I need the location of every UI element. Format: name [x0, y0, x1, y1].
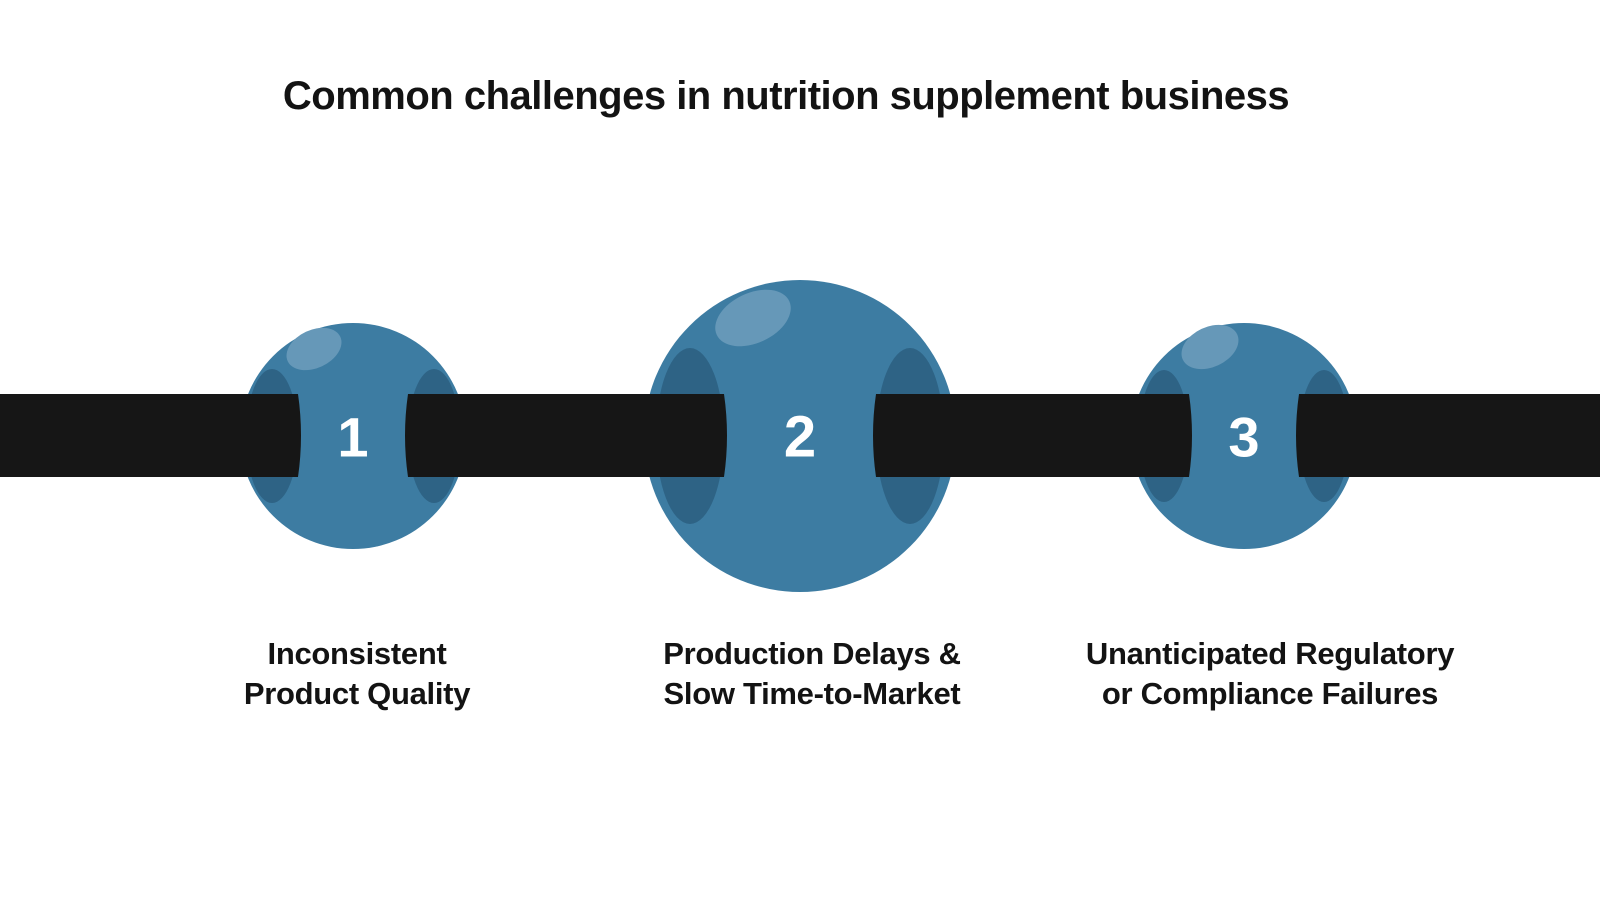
- step-label-2: Production Delays & Slow Time-to-Market: [663, 634, 961, 714]
- bead-highlight: [715, 289, 791, 347]
- bead-hole-right: [408, 369, 460, 503]
- bead-hole-right: [876, 348, 944, 524]
- bead-hole-left: [656, 348, 724, 524]
- step-label-3: Unanticipated Regulatory or Compliance F…: [1085, 634, 1455, 714]
- bead-hole-left: [246, 369, 298, 503]
- bead-highlight: [286, 327, 342, 371]
- step-label-line: or Compliance Failures: [1101, 676, 1439, 711]
- bead-3: [1131, 323, 1357, 549]
- step-label-line: Product Quality: [243, 676, 471, 711]
- step-number: 3: [1228, 406, 1259, 469]
- bead-hole-right: [1299, 370, 1349, 502]
- step-label-line: Inconsistent: [267, 636, 447, 671]
- bead-sphere: [644, 280, 956, 592]
- bead-2: [644, 280, 956, 592]
- bead-sphere: [1131, 323, 1357, 549]
- step-number: 1: [337, 406, 368, 469]
- step-number: 2: [784, 405, 816, 470]
- page-title: Common challenges in nutrition supplemen…: [282, 74, 1290, 118]
- bead-1: [240, 323, 466, 549]
- step-label-line: Production Delays &: [663, 636, 961, 671]
- step-label-1: Inconsistent Product Quality: [243, 634, 471, 714]
- bead-sphere: [240, 323, 466, 549]
- bead-hole-left: [1139, 370, 1189, 502]
- bead-highlight: [1181, 324, 1239, 370]
- step-label-line: Slow Time-to-Market: [663, 676, 961, 711]
- step-label-line: Unanticipated Regulatory: [1085, 636, 1455, 671]
